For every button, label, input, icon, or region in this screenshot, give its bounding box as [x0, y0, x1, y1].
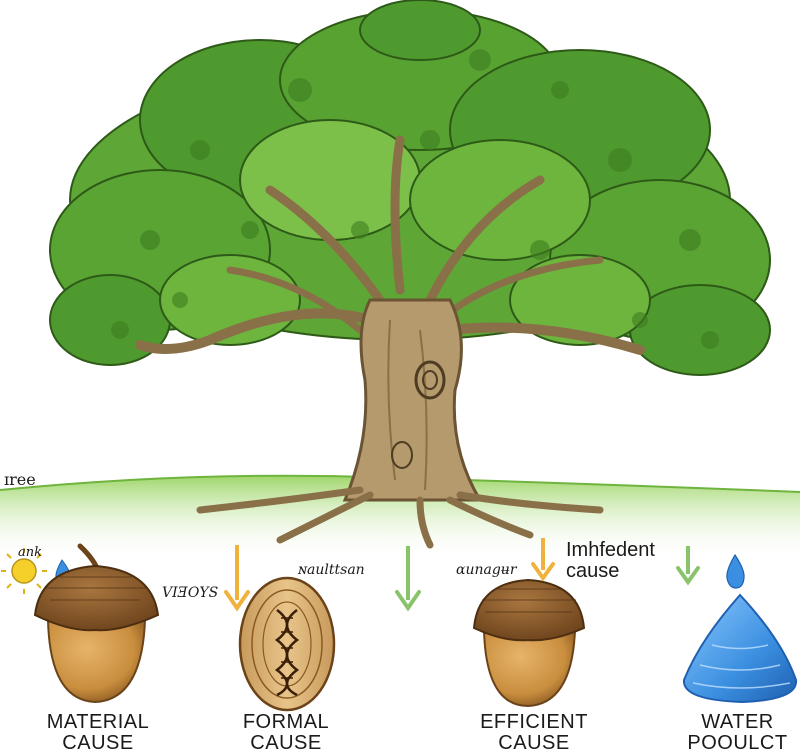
scratch-label-1: ɴaulttsan — [298, 562, 365, 578]
arrow-green-1 — [395, 546, 421, 612]
cause-water-line2: POOULCT — [687, 732, 788, 754]
tree-branches — [135, 135, 645, 355]
cause-label-formal: FORMAL CAUSE — [226, 712, 346, 754]
water-cone-icon — [682, 553, 798, 704]
tree-label: ɪree — [4, 470, 36, 489]
ways-label: VIƎOYS — [162, 585, 219, 601]
sun-icon — [1, 548, 47, 594]
sun-label: ank — [18, 545, 43, 560]
imhfedent-cause-label: Imhfedent cause — [566, 540, 655, 582]
seed-dna-icon — [238, 576, 336, 712]
cause-efficient-line2: CAUSE — [498, 732, 570, 754]
cause-label-water: WATER POOULCT — [680, 712, 795, 754]
cause-label-efficient: EFFICIENT CAUSE — [469, 712, 599, 754]
cause-formal-line1: FORMAL — [242, 711, 330, 733]
tree-roots — [196, 486, 604, 549]
cause-efficient-line1: EFFICIENT — [480, 711, 588, 733]
cause-material-line2: CAUSE — [62, 732, 134, 754]
arrow-orange-1 — [224, 545, 250, 612]
arrow-orange-2 — [531, 538, 555, 582]
acorn-efficient-icon — [472, 578, 586, 708]
cause-material-line1: MATERIAL — [46, 711, 150, 733]
arrow-green-2 — [676, 546, 700, 586]
scratch-label-2: ɑunagʉr — [456, 562, 517, 578]
tree-trunk — [342, 298, 483, 502]
cause-water-line1: WATER — [701, 711, 774, 733]
leaf-texture — [111, 49, 719, 349]
cause-label-material: MATERIAL CAUSE — [38, 712, 158, 754]
acorn-material-icon — [33, 543, 160, 704]
tree-canopy — [49, 0, 771, 376]
imhfedent-line1: Imhfedent — [566, 539, 655, 561]
imhfedent-line2: cause — [566, 560, 620, 582]
cause-formal-line2: CAUSE — [250, 732, 322, 754]
